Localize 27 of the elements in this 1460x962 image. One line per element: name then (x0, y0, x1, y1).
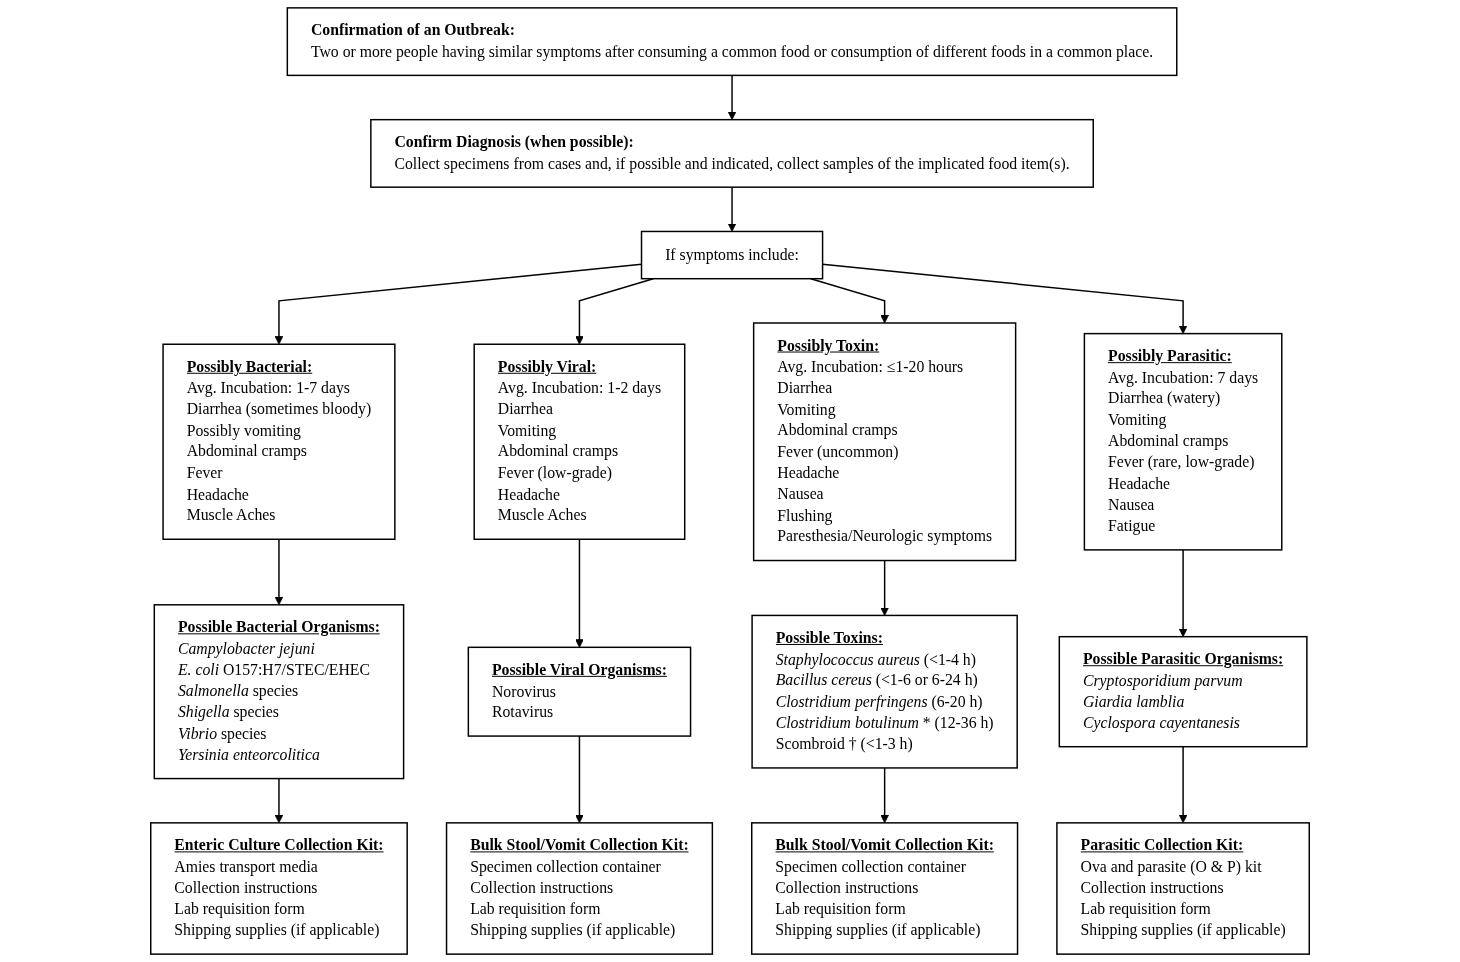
arrow (1178, 745, 1188, 824)
node-box: Bulk Stool/Vomit Collection Kit: Specimen collection container Collection instructions Lab requisition form Shipping supplies (if applicable) (751, 822, 1019, 955)
node-box: Possibly Viral: Avg. Incubation: 1-2 days Diarrhea Vomiting Abdominal cramps Fever (low-grade) Headache Muscle Aches (473, 343, 686, 540)
node-box: Possible Bacterial Organisms: Campylobacter jejuni E. coli O157:H7/STEC/EHEC Salmonella species Shigella species Vibrio species Yersinia enteorcolitica (153, 604, 405, 780)
arrow (1178, 549, 1188, 638)
node-box: Possible Toxins: Staphylococcus aureus (<1-4 h) Bacillus cereus (<1-6 or 6-24 h) Clostridium perfringens (6-20 h) Clostridium botulinum* (12-36 h) Scombroid † (<1-3 h) (751, 614, 1018, 769)
node-box: Possibly Toxin: Avg. Incubation: ≤1-20 hours Diarrhea Vomiting Abdominal cramps Fever (uncommon) Headache Nausea Flushing Paresthesia/Neurologic symptoms (752, 322, 1017, 562)
arrow (810, 277, 889, 324)
node-box: Confirm Diagnosis (when possible): Collect specimens from cases and, if possible and indicated, collect samples of the implicated food item(s). (370, 118, 1094, 188)
arrow (274, 538, 284, 606)
node-box: Bulk Stool/Vomit Collection Kit: Specimen collection container Collection instructions Lab requisition form Shipping supplies (if applicable) (445, 822, 714, 955)
node-box: Enteric Culture Collection Kit: Amies transport media Collection instructions Lab requisition form Shipping supplies (if applicable) (150, 822, 408, 955)
node-box: Possibly Parasitic: Avg. Incubation: 7 days Diarrhea (watery) Vomiting Abdominal cramps Fever (rare, low-grade) Headache Nausea Fatigue (1083, 332, 1283, 551)
arrow (880, 559, 889, 616)
arrow (880, 767, 889, 824)
node-box: Possible Viral Organisms: Norovirus Rotavirus (467, 646, 692, 737)
node-box: Possible Parasitic Organisms: Cryptosporidium parvum Giardia lamblia Cyclospora cayentanesis (1058, 635, 1308, 748)
node-box: Possibly Bacterial: Avg. Incubation: 1-7 days Diarrhea (sometimes bloody) Possibly vomiting Abdominal cramps Fever Headache Muscle Aches (162, 343, 396, 540)
arrow (727, 74, 737, 121)
arrow (727, 186, 737, 232)
arrow (274, 777, 284, 824)
arrow (575, 277, 655, 345)
node-box: Parasitic Collection Kit: Ova and parasite (O & P) kit Collection instructions Lab requisition form Shipping supplies (if applicable) (1056, 822, 1310, 955)
arrow (575, 538, 584, 648)
arrow (575, 735, 584, 824)
node-box: If symptoms include: (640, 230, 824, 280)
node-box: Confirmation of an Outbreak: Two or more people having similar symptoms after consuming a common food or consumption of different foods in a common place. (286, 7, 1178, 77)
